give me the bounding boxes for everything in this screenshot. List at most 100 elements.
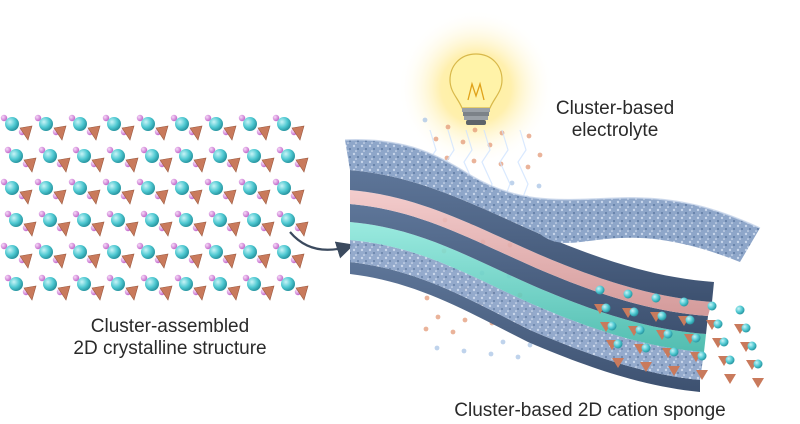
lattice-cluster xyxy=(272,114,305,141)
cluster-atom xyxy=(43,213,57,227)
pyramid-unit xyxy=(193,157,207,173)
cluster-atom xyxy=(213,277,227,291)
cluster-atom xyxy=(39,245,53,259)
cluster-atom xyxy=(277,245,291,259)
lattice-cluster xyxy=(140,274,173,301)
ligand-atom xyxy=(140,146,148,154)
ligand-atom xyxy=(68,242,76,250)
ligand-atom xyxy=(38,210,46,218)
lattice-cluster xyxy=(276,146,309,173)
lattice-cluster xyxy=(174,146,207,173)
cluster-atom xyxy=(141,117,155,131)
cluster-atom xyxy=(243,181,257,195)
cluster-atom xyxy=(657,311,667,321)
cluster-atom xyxy=(753,359,763,369)
ligand-atom xyxy=(136,178,144,186)
ion-particle xyxy=(471,158,477,164)
cluster-atom xyxy=(669,347,679,357)
ligand-atom xyxy=(174,210,182,218)
curved-arrow-icon xyxy=(289,231,355,259)
lattice-cluster xyxy=(68,178,101,205)
cluster-atom xyxy=(39,117,53,131)
cluster-atom xyxy=(741,323,751,333)
pyramid-unit xyxy=(189,125,203,141)
cluster-atom xyxy=(43,277,57,291)
ligand-atom xyxy=(136,114,144,122)
pyramid-unit xyxy=(87,189,101,205)
ion-particle xyxy=(434,345,440,351)
pyramid-unit xyxy=(223,253,237,269)
cluster-atom xyxy=(5,245,19,259)
lattice-cluster xyxy=(102,242,135,269)
lattice-cluster xyxy=(242,210,275,237)
ligand-atom xyxy=(204,242,212,250)
pyramid-unit xyxy=(23,157,37,173)
ion-particle xyxy=(515,354,521,360)
pyramid-unit xyxy=(724,374,736,384)
pyramid-unit xyxy=(155,189,169,205)
cluster-atom xyxy=(601,303,611,313)
pyramid-unit xyxy=(87,125,101,141)
lattice-cluster xyxy=(34,242,67,269)
lattice-cluster xyxy=(72,274,105,301)
lattice-cluster xyxy=(72,146,105,173)
ligand-atom xyxy=(106,210,114,218)
lattice-cluster xyxy=(208,274,241,301)
lattice-cluster xyxy=(238,114,271,141)
cluster-atom xyxy=(145,149,159,163)
ligand-atom xyxy=(34,178,42,186)
lattice-cluster xyxy=(170,114,203,141)
lattice-cluster xyxy=(174,210,207,237)
ligand-atom xyxy=(102,242,110,250)
cluster-atom xyxy=(247,213,261,227)
cluster-atom xyxy=(707,301,717,311)
cluster-atom xyxy=(213,213,227,227)
cluster-atom xyxy=(679,297,689,307)
lattice-cluster xyxy=(102,178,135,205)
pyramid-unit xyxy=(159,285,173,301)
cluster-atom xyxy=(247,149,261,163)
ion-particle xyxy=(435,314,441,320)
cluster-atom xyxy=(73,245,87,259)
lattice-cluster xyxy=(106,210,139,237)
ligand-atom xyxy=(140,274,148,282)
pyramid-unit xyxy=(87,253,101,269)
cluster-atom xyxy=(179,149,193,163)
cluster-atom xyxy=(281,277,295,291)
cluster-atom xyxy=(635,325,645,335)
pyramid-unit xyxy=(19,125,33,141)
ligand-atom xyxy=(174,146,182,154)
pyramid-unit xyxy=(121,125,135,141)
cluster-atom xyxy=(77,149,91,163)
crystal-caption-line2: 2D crystalline structure xyxy=(73,338,267,359)
cluster-atom xyxy=(141,181,155,195)
pyramid-unit xyxy=(53,253,67,269)
ion-particle xyxy=(472,127,478,133)
electrolyte-caption: Cluster-based electrolyte xyxy=(545,98,685,142)
lattice-cluster xyxy=(72,210,105,237)
ion-particle xyxy=(525,164,531,170)
pyramid-unit xyxy=(668,366,680,376)
cluster-atom xyxy=(107,117,121,131)
cluster-atom xyxy=(43,149,57,163)
pyramid-unit xyxy=(295,285,309,301)
cluster-atom xyxy=(175,181,189,195)
pyramid-unit xyxy=(91,285,105,301)
cluster-atom xyxy=(209,181,223,195)
pyramid-unit xyxy=(155,125,169,141)
lattice-cluster xyxy=(272,242,305,269)
pyramid-unit xyxy=(125,221,139,237)
lattice-cluster xyxy=(38,210,71,237)
cluster-atom xyxy=(111,149,125,163)
cluster-atom xyxy=(209,245,223,259)
pyramid-unit xyxy=(223,125,237,141)
cluster-atom xyxy=(613,339,623,349)
cluster-atom xyxy=(725,355,735,365)
sponge-crystal-edge xyxy=(594,285,764,388)
ligand-atom xyxy=(170,178,178,186)
cluster-atom xyxy=(9,277,23,291)
lattice-cluster xyxy=(238,242,271,269)
crystal-lattice xyxy=(0,114,309,301)
lattice-cluster xyxy=(136,242,169,269)
pyramid-unit xyxy=(155,253,169,269)
